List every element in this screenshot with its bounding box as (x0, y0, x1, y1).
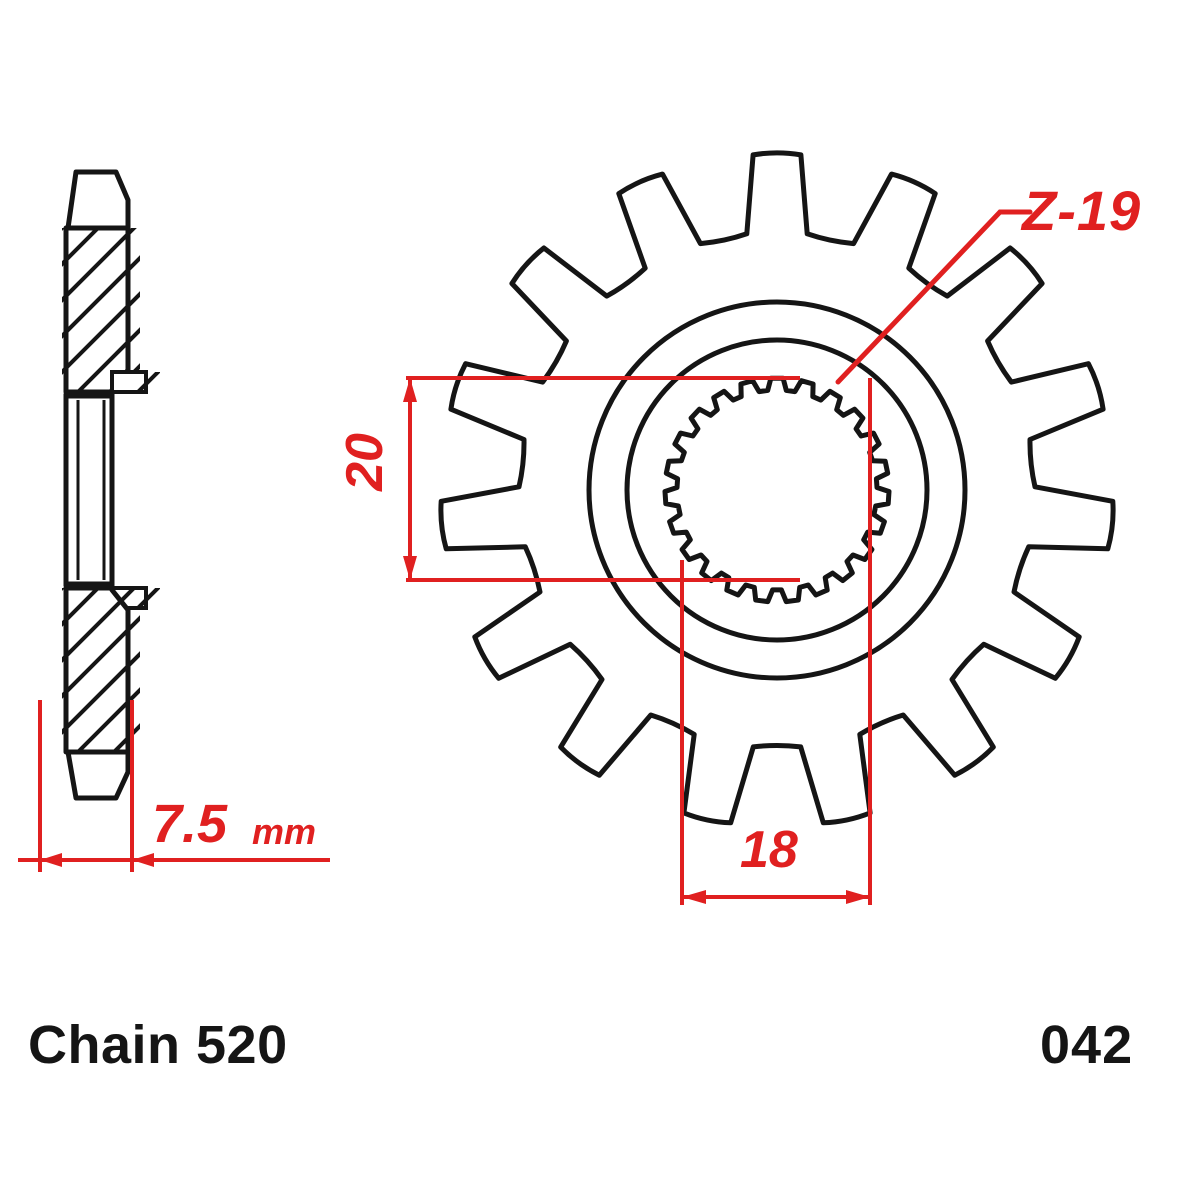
teeth-leader-line (835, 209, 1033, 385)
thickness-arrow-right (132, 853, 154, 867)
thickness-value-label: 7.5 (152, 794, 228, 854)
section-step-top (110, 370, 148, 394)
section-hatch-bottom (62, 608, 140, 752)
hub-outer-circle (586, 299, 968, 681)
bore-width-label: 18 (740, 821, 798, 879)
splined-bore (662, 375, 892, 605)
section-hatch-top (62, 228, 140, 372)
section-tooth-tip-bottom (65, 749, 131, 801)
section-view (62, 169, 160, 801)
thickness-unit-label: mm (252, 811, 317, 852)
thickness-arrow-left (40, 853, 62, 867)
dim18-arrow-right (846, 890, 870, 904)
dim20-arrow-bottom (403, 556, 417, 580)
dimension-18 (680, 378, 872, 905)
front-view (438, 150, 1116, 826)
section-hatch-step-top (110, 372, 160, 392)
hub-inner-circle (624, 337, 930, 643)
part-number-label: 042 (1040, 1015, 1134, 1075)
bore-height-label: 20 (335, 433, 394, 491)
dimension-20 (403, 376, 800, 582)
section-tooth-tip-top (65, 169, 131, 231)
teeth-count-label: Z-19 (1022, 179, 1142, 242)
section-hatch-bottom-hub (62, 588, 140, 608)
dim18-arrow-left (682, 890, 706, 904)
dim20-arrow-top (403, 378, 417, 402)
thickness-dimension (18, 700, 330, 872)
chain-spec-label: Chain 520 (28, 1015, 288, 1075)
section-hatch-step-bottom (110, 588, 160, 608)
